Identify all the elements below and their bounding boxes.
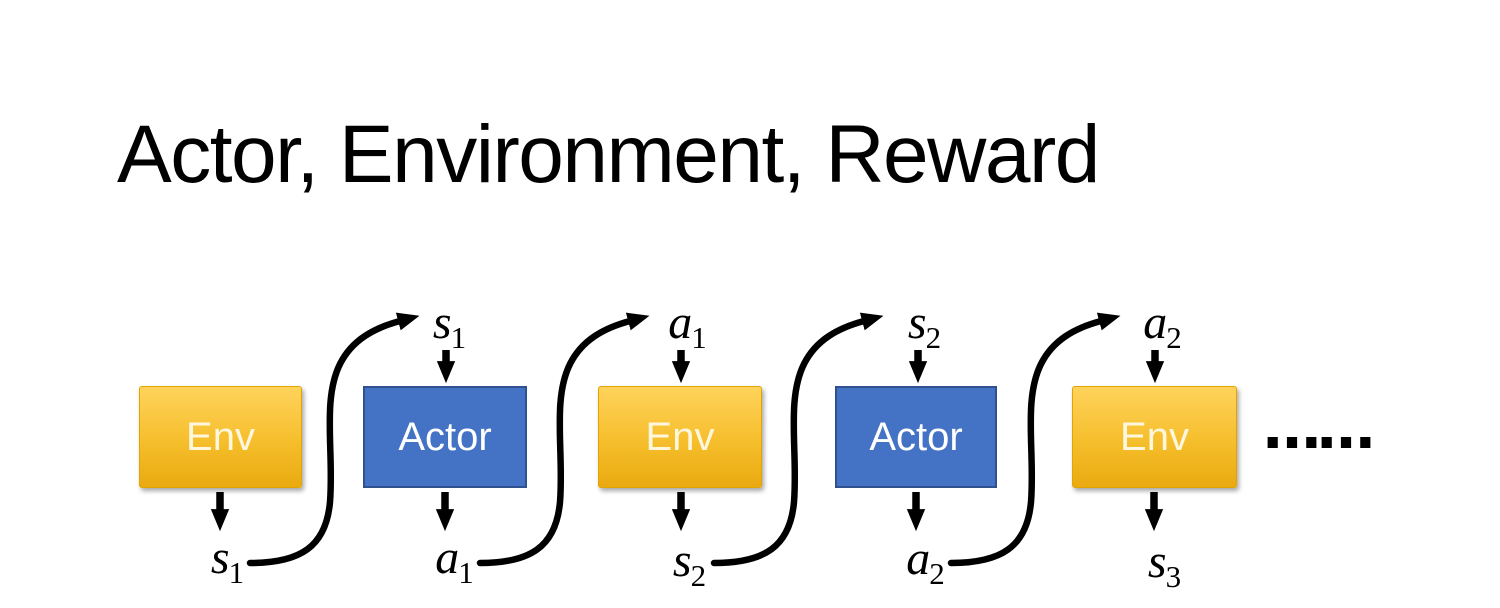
bottom-label-s3: s3 (1147, 535, 1182, 594)
continuation-ellipsis: …… (1263, 394, 1375, 462)
actor-box-1: Actor (363, 386, 527, 488)
actor-box-1-label: Actor (398, 414, 492, 459)
env-box-3: Env (1072, 386, 1237, 488)
top-label-s2: s2 (907, 296, 942, 355)
env-box-1-label: Env (186, 414, 255, 459)
env-box-2: Env (598, 386, 762, 488)
bottom-label-a2: a2 (906, 532, 945, 591)
bottom-label-a1: a1 (435, 531, 474, 590)
bottom-label-s2: s2 (672, 534, 707, 593)
top-label-s1: s1 (432, 296, 467, 355)
top-label-a2: a2 (1143, 296, 1182, 355)
env-box-1: Env (139, 386, 302, 488)
actor-box-2: Actor (835, 386, 997, 488)
bottom-label-s1: s1 (210, 531, 245, 590)
env-box-2-label: Env (645, 414, 715, 459)
env-box-3-label: Env (1120, 414, 1189, 459)
actor-box-2-label: Actor (869, 414, 963, 459)
top-label-a1: a1 (668, 296, 707, 355)
slide-title: Actor, Environment, Reward (117, 109, 1100, 200)
